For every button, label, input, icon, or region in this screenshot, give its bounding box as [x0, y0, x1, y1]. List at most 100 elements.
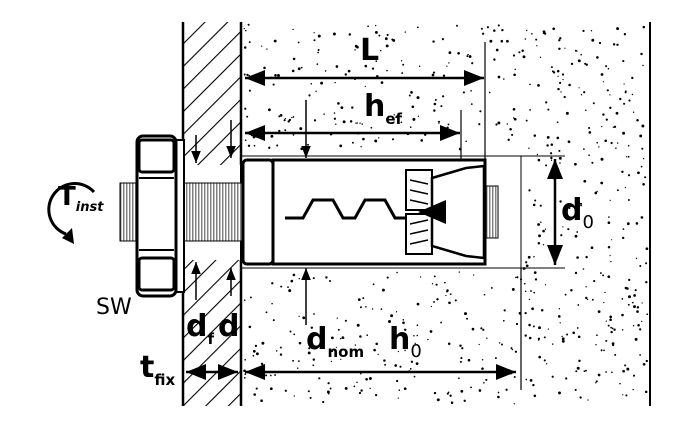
concrete-speckle	[544, 228, 547, 230]
concrete-speckle	[333, 112, 336, 114]
concrete-speckle	[307, 390, 310, 393]
concrete-speckle	[604, 291, 606, 294]
concrete-speckle	[374, 30, 378, 34]
concrete-speckle	[312, 358, 316, 361]
concrete-speckle	[578, 359, 581, 363]
concrete-speckle	[497, 121, 501, 125]
concrete-speckle	[248, 89, 251, 92]
concrete-speckle	[559, 81, 562, 84]
concrete-speckle	[574, 271, 578, 275]
concrete-speckle	[403, 387, 407, 391]
concrete-speckle	[467, 358, 471, 362]
concrete-speckle	[531, 307, 534, 311]
concrete-speckle	[483, 382, 485, 384]
concrete-speckle	[297, 360, 300, 363]
concrete-speckle	[269, 374, 272, 377]
concrete-speckle	[298, 315, 300, 318]
concrete-speckle	[393, 114, 395, 116]
concrete-speckle	[379, 49, 382, 52]
concrete-speckle	[471, 62, 474, 65]
concrete-speckle	[523, 282, 526, 285]
concrete-speckle	[505, 388, 508, 391]
concrete-speckle	[611, 327, 614, 330]
concrete-speckle	[244, 139, 247, 142]
concrete-speckle	[639, 134, 643, 138]
concrete-speckle	[597, 373, 601, 377]
concrete-speckle	[253, 144, 256, 147]
concrete-speckle	[299, 127, 303, 131]
concrete-speckle	[261, 364, 264, 366]
concrete-speckle	[616, 43, 619, 47]
concrete-speckle	[560, 234, 563, 237]
concrete-speckle	[596, 141, 599, 144]
concrete-speckle	[622, 60, 625, 63]
concrete-speckle	[515, 276, 517, 279]
concrete-speckle	[580, 53, 582, 56]
concrete-speckle	[559, 162, 561, 164]
concrete-speckle	[446, 65, 448, 67]
concrete-speckle	[577, 59, 581, 63]
concrete-speckle	[378, 34, 381, 37]
concrete-speckle	[609, 318, 612, 321]
concrete-speckle	[275, 350, 278, 352]
concrete-speckle	[444, 281, 446, 284]
concrete-speckle	[272, 319, 275, 322]
concrete-speckle	[613, 328, 616, 331]
concrete-speckle	[561, 337, 565, 341]
concrete-speckle	[378, 137, 380, 139]
concrete-speckle	[628, 295, 631, 299]
concrete-speckle	[446, 392, 449, 395]
dimension-line-L	[245, 42, 486, 160]
concrete-speckle	[456, 24, 458, 27]
concrete-speckle	[565, 111, 569, 115]
concrete-speckle	[503, 309, 506, 312]
concrete-speckle	[280, 285, 283, 288]
concrete-speckle	[341, 336, 345, 339]
concrete-speckle	[610, 326, 612, 329]
concrete-speckle	[361, 123, 363, 125]
concrete-speckle	[249, 296, 252, 299]
concrete-speckle	[513, 403, 515, 405]
concrete-speckle	[533, 291, 536, 294]
concrete-speckle	[243, 27, 245, 30]
concrete-speckle	[317, 51, 319, 54]
concrete-speckle	[534, 199, 537, 202]
concrete-speckle	[574, 388, 577, 391]
label-d0-sub: 0	[582, 212, 594, 233]
concrete-speckle	[506, 39, 509, 43]
concrete-speckle	[607, 324, 610, 327]
concrete-speckle	[536, 45, 538, 47]
concrete-speckle	[633, 305, 636, 309]
concrete-speckle	[433, 102, 437, 106]
concrete-speckle	[564, 293, 567, 296]
concrete-speckle	[317, 48, 320, 52]
concrete-speckle	[485, 378, 488, 381]
label-dnom: dnom	[306, 325, 364, 360]
concrete-speckle	[337, 328, 340, 331]
concrete-speckle	[340, 106, 344, 110]
concrete-speckle	[575, 370, 578, 373]
concrete-speckle	[292, 273, 296, 277]
concrete-speckle	[370, 126, 373, 129]
concrete-speckle	[433, 300, 435, 303]
concrete-speckle	[292, 134, 295, 136]
concrete-speckle	[622, 394, 624, 396]
label-h0-sub: 0	[410, 341, 422, 362]
concrete-speckle	[388, 320, 391, 323]
concrete-speckle	[429, 330, 433, 333]
concrete-speckle	[270, 134, 274, 138]
concrete-speckle	[513, 117, 517, 121]
concrete-speckle	[559, 322, 561, 324]
concrete-speckle	[261, 45, 263, 47]
concrete-speckle	[558, 39, 561, 42]
concrete-speckle	[551, 70, 554, 73]
concrete-speckle	[625, 394, 628, 397]
concrete-speckle	[458, 377, 460, 380]
concrete-speckle	[614, 353, 617, 356]
concrete-speckle	[579, 396, 582, 399]
concrete-speckle	[445, 294, 447, 297]
concrete-speckle	[448, 62, 450, 64]
concrete-speckle	[489, 39, 493, 43]
concrete-speckle	[480, 27, 483, 30]
concrete-speckle	[627, 199, 630, 201]
